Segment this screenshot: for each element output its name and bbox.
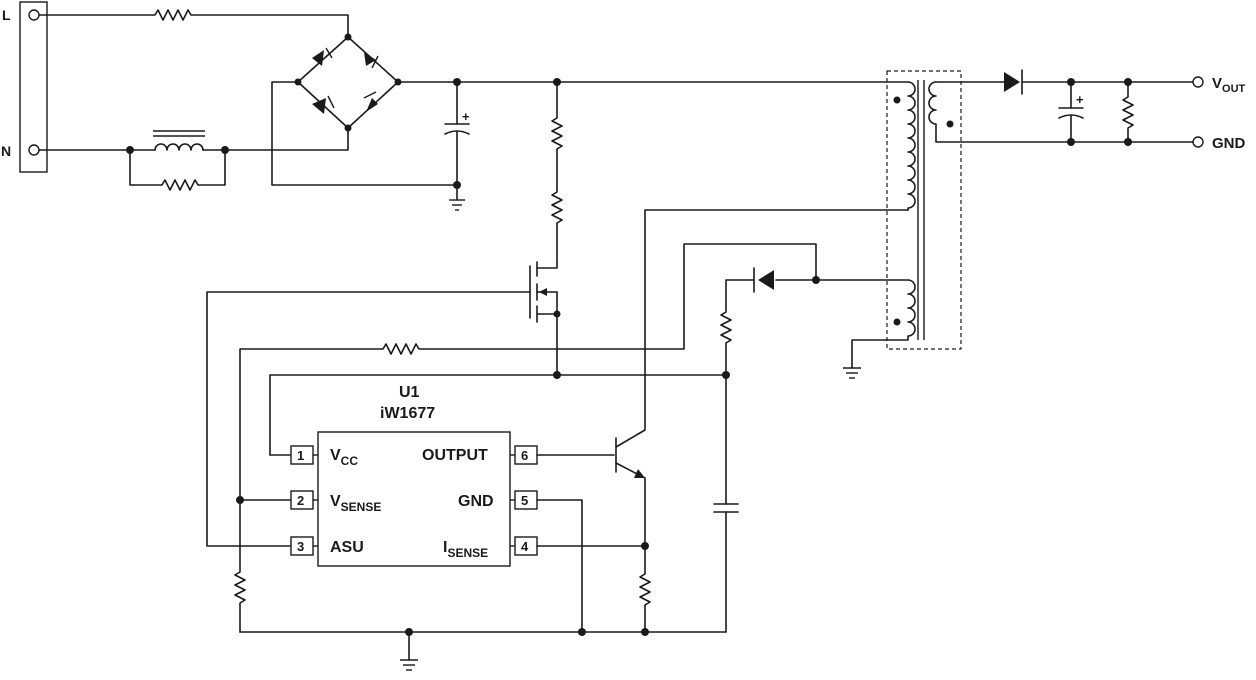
neutral-terminal-label: N <box>1 143 11 159</box>
aux-winding-diode <box>720 267 909 376</box>
output-cap-plus: + <box>1076 92 1084 107</box>
bulk-cap-plus: + <box>462 109 470 124</box>
vcc-capacitor <box>713 374 739 633</box>
output-load-resistor <box>1122 81 1134 146</box>
pin-isense-label: ISENSE <box>443 539 488 560</box>
bulk-capacitor: + <box>444 81 470 211</box>
vsense-resistor <box>234 243 817 633</box>
vout-label: VOUT <box>1212 75 1246 95</box>
pin-4-number: 4 <box>521 539 529 554</box>
output-terminals: VOUT GND <box>1192 75 1246 152</box>
pin-asu-label: ASU <box>330 539 364 556</box>
ic-output-wiring <box>536 454 649 633</box>
hv-dc-rail <box>397 78 909 86</box>
ic-part-number: iW1677 <box>380 405 435 422</box>
ic-reference: U1 <box>399 384 420 401</box>
flyback-transformer <box>843 70 1198 379</box>
pin-3-number: 3 <box>297 539 304 554</box>
line-input-resistor <box>38 9 349 38</box>
bridge-rectifier <box>271 33 458 186</box>
pin-output-label: OUTPUT <box>422 447 488 464</box>
power-transistor <box>615 209 909 547</box>
startup-mosfet <box>206 261 561 547</box>
pin-5-number: 5 <box>521 493 528 508</box>
pin-vsense-label: VSENSE <box>330 493 381 514</box>
pin-gnd-label: GND <box>458 493 494 510</box>
output-capacitor: + <box>1058 81 1084 146</box>
pin-vcc-label: VCC <box>330 447 358 468</box>
controller-ic: U1 iW1677 1 2 3 6 5 4 VCC VSENSE ASU OUT… <box>290 384 538 567</box>
input-filter-inductor <box>38 129 349 191</box>
primary-ground-bus <box>239 628 727 671</box>
pin-1-number: 1 <box>297 448 304 463</box>
output-rectifier <box>1004 69 1194 95</box>
pin-2-number: 2 <box>297 493 304 508</box>
current-sense-resistor <box>639 545 651 633</box>
line-terminal-label: L <box>2 7 11 23</box>
startup-resistors <box>551 81 563 263</box>
ac-input-connector: L N <box>1 1 48 173</box>
vcc-bus <box>269 371 730 456</box>
gnd-output-label: GND <box>1212 135 1246 152</box>
pin-6-number: 6 <box>521 448 528 463</box>
